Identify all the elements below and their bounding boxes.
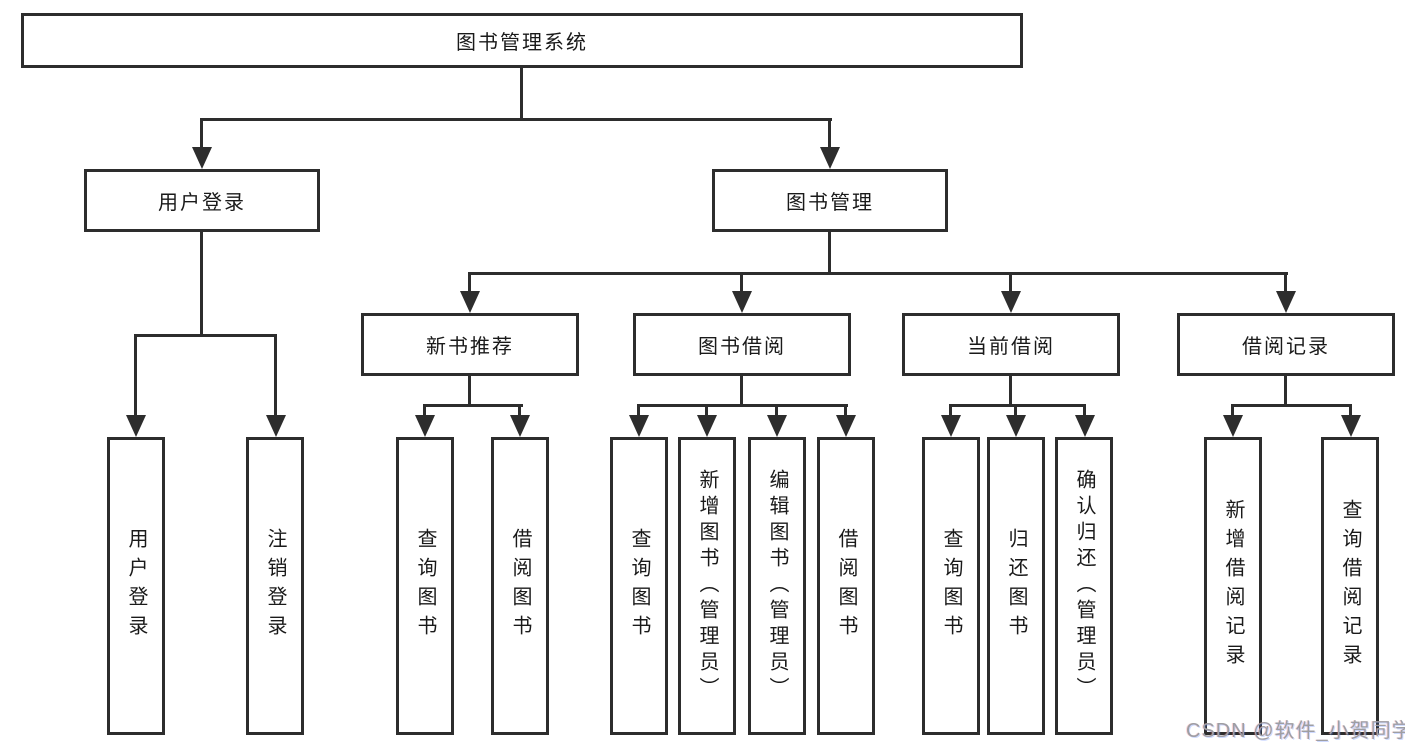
leaf-confirm-return-admin: 确认归还（管理员） — [1055, 437, 1113, 735]
arrow-down-icon — [767, 415, 787, 437]
arrow-down-icon — [192, 147, 212, 169]
arrow-down-icon — [1001, 291, 1021, 313]
node-library-system: 图书管理系统 — [21, 13, 1023, 68]
connector-stem — [468, 376, 471, 407]
leaf-query-book-borrow: 查询图书 — [610, 437, 668, 735]
connector-bar — [949, 404, 1086, 407]
arrow-down-icon — [1006, 415, 1026, 437]
node-book-borrow: 图书借阅 — [633, 313, 851, 376]
connector-leaf-drop — [1014, 404, 1017, 417]
connector-user-login-stem — [200, 232, 203, 337]
connector-leaf-drop — [637, 404, 640, 417]
leaf-add-book-admin: 新增图书（管理员） — [678, 437, 736, 735]
connector-level2-bar — [200, 118, 832, 121]
leaf-borrow-book-recommend: 借阅图书 — [491, 437, 549, 735]
connector-leaf-drop — [1083, 404, 1086, 417]
arrow-down-icon — [941, 415, 961, 437]
arrow-down-icon — [820, 147, 840, 169]
csdn-watermark: CSDN @软件_小贺同学 — [1186, 720, 1405, 742]
connector-leaf-drop — [949, 404, 952, 417]
arrow-down-icon — [1341, 415, 1361, 437]
connector-l3-drop — [468, 272, 471, 293]
node-current-borrow: 当前借阅 — [902, 313, 1120, 376]
connector-level3-bar — [468, 272, 1288, 275]
connector-leaf-drop — [705, 404, 708, 417]
connector-leaf-drop — [844, 404, 847, 417]
node-user-login: 用户登录 — [84, 169, 320, 232]
connector-user-login-bar — [134, 334, 277, 337]
leaf-query-book-current: 查询图书 — [922, 437, 980, 735]
connector-leaf-drop — [423, 404, 426, 417]
leaf-user-login: 用户登录 — [107, 437, 165, 735]
node-borrow-record: 借阅记录 — [1177, 313, 1395, 376]
connector-bar — [423, 404, 523, 407]
arrow-down-icon — [415, 415, 435, 437]
connector-leaf-drop — [775, 404, 778, 417]
connector-user-login-drop — [200, 118, 203, 149]
connector-book-mgmt-drop — [828, 118, 831, 149]
arrow-down-icon — [732, 291, 752, 313]
arrow-down-icon — [1276, 291, 1296, 313]
leaf-query-borrow-record: 查询借阅记录 — [1321, 437, 1379, 735]
leaf-add-borrow-record: 新增借阅记录 — [1204, 437, 1262, 735]
node-new-book-recommend: 新书推荐 — [361, 313, 579, 376]
connector-leaf-drop — [274, 334, 277, 415]
leaf-borrow-book: 借阅图书 — [817, 437, 875, 735]
arrow-down-icon — [836, 415, 856, 437]
connector-bar — [1231, 404, 1352, 407]
connector-leaf-drop — [1231, 404, 1234, 417]
connector-mgmt-stem — [828, 232, 831, 274]
leaf-logout: 注销登录 — [246, 437, 304, 735]
arrow-down-icon — [126, 415, 146, 437]
connector-stem — [740, 376, 743, 407]
connector-root-drop — [520, 68, 523, 120]
arrow-down-icon — [510, 415, 530, 437]
connector-stem — [1284, 376, 1287, 407]
arrow-down-icon — [460, 291, 480, 313]
connector-leaf-drop — [518, 404, 521, 417]
arrow-down-icon — [697, 415, 717, 437]
node-book-management: 图书管理 — [712, 169, 948, 232]
connector-l3-drop — [740, 272, 743, 293]
connector-l3-drop — [1284, 272, 1287, 293]
connector-leaf-drop — [134, 334, 137, 415]
leaf-query-book-recommend: 查询图书 — [396, 437, 454, 735]
connector-stem — [1009, 376, 1012, 407]
connector-leaf-drop — [1349, 404, 1352, 417]
arrow-down-icon — [1075, 415, 1095, 437]
arrow-down-icon — [629, 415, 649, 437]
connector-bar — [637, 404, 848, 407]
arrow-down-icon — [1223, 415, 1243, 437]
leaf-edit-book-admin: 编辑图书（管理员） — [748, 437, 806, 735]
arrow-down-icon — [266, 415, 286, 437]
leaf-return-book: 归还图书 — [987, 437, 1045, 735]
connector-l3-drop — [1009, 272, 1012, 293]
